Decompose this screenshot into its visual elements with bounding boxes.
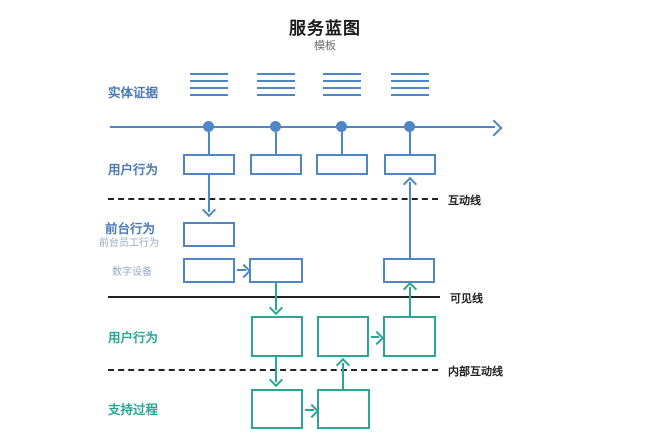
chevron-down-icon <box>268 300 284 316</box>
timeline-stem <box>208 132 210 154</box>
page-title: 服务蓝图 <box>289 19 361 38</box>
digital-device-box-right <box>383 258 435 283</box>
timeline-dot <box>404 121 415 132</box>
connector-down-teal <box>275 357 277 382</box>
label-physical-evidence: 实体证据 <box>108 86 159 100</box>
label-customer-actions: 用户行为 <box>108 163 159 177</box>
label-frontstage-actions: 前台行为 <box>105 222 156 236</box>
chevron-up-icon <box>402 281 418 297</box>
digital-device-box-1 <box>183 258 235 283</box>
support-box-2 <box>317 389 370 429</box>
timeline-dot <box>336 121 347 132</box>
connector-up-long <box>409 182 411 258</box>
frontstage-employee-box <box>183 222 235 247</box>
label-support-processes: 支持过程 <box>108 403 159 417</box>
timeline-dot <box>203 121 214 132</box>
timeline-stem <box>409 132 411 154</box>
evidence-lines-icon <box>257 73 295 96</box>
connector-down-teal <box>275 283 277 310</box>
label-digital-devices: 数字设备 <box>112 267 152 278</box>
timeline-dot <box>270 121 281 132</box>
customer-action-box-2 <box>250 154 302 175</box>
connector-up-teal <box>342 363 344 389</box>
backstage-box-1 <box>251 316 303 357</box>
page-subtitle: 模板 <box>314 40 336 52</box>
evidence-lines-icon <box>391 73 429 96</box>
customer-action-box-4 <box>384 154 436 175</box>
backstage-box-2 <box>317 316 369 357</box>
customer-action-box-1 <box>183 154 235 175</box>
timeline-stem <box>341 132 343 154</box>
line-of-interaction <box>108 198 438 200</box>
connector-right <box>237 269 246 271</box>
connector-down <box>208 175 210 212</box>
evidence-lines-icon <box>190 73 228 96</box>
support-box-1 <box>251 389 303 429</box>
line-of-visibility <box>108 296 440 298</box>
chevron-down-icon <box>201 202 217 218</box>
connector-up-teal <box>409 287 411 316</box>
connector-right <box>305 409 314 411</box>
connector-right <box>371 336 379 338</box>
chevron-down-icon <box>268 372 284 388</box>
line-of-internal-interaction-label: 内部互动线 <box>448 366 503 378</box>
customer-action-box-3 <box>316 154 368 175</box>
chevron-up-icon <box>402 176 418 192</box>
line-of-interaction-label: 互动线 <box>448 195 481 207</box>
backstage-box-3 <box>383 316 436 357</box>
timeline-stem <box>275 132 277 154</box>
chevron-right-icon <box>369 330 385 346</box>
arrowhead-right-icon <box>485 119 503 137</box>
label-backstage-actions: 用户行为 <box>108 331 159 345</box>
line-of-visibility-label: 可见线 <box>450 293 483 305</box>
evidence-lines-icon <box>323 73 361 96</box>
label-frontstage-employee-actions: 前台员工行为 <box>99 238 159 249</box>
line-of-internal-interaction <box>108 369 438 371</box>
digital-device-box-2 <box>249 258 303 283</box>
timeline-line <box>110 126 495 128</box>
